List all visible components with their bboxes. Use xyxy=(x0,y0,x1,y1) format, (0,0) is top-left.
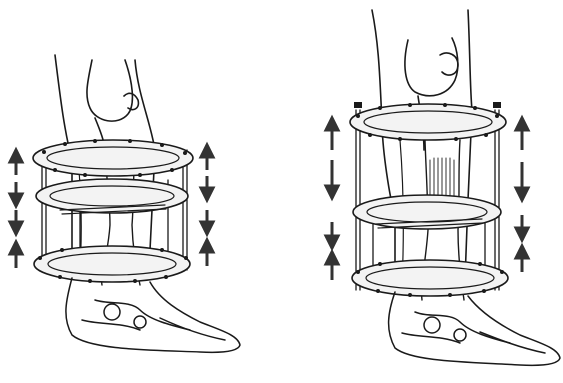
left-leg-panel xyxy=(10,55,240,352)
right-ring-middle xyxy=(353,195,501,229)
left-arrows-outer-left xyxy=(10,150,22,268)
right-ring-top xyxy=(350,104,506,140)
left-arrows-outer-right xyxy=(201,145,213,266)
left-foot xyxy=(66,278,240,352)
left-ring-top xyxy=(33,140,193,176)
right-leg-outline xyxy=(372,10,472,280)
right-foot xyxy=(389,292,560,365)
right-arrows-outer-right xyxy=(516,118,528,272)
right-arrows-outer-left xyxy=(326,118,338,280)
right-leg-panel xyxy=(326,10,560,365)
